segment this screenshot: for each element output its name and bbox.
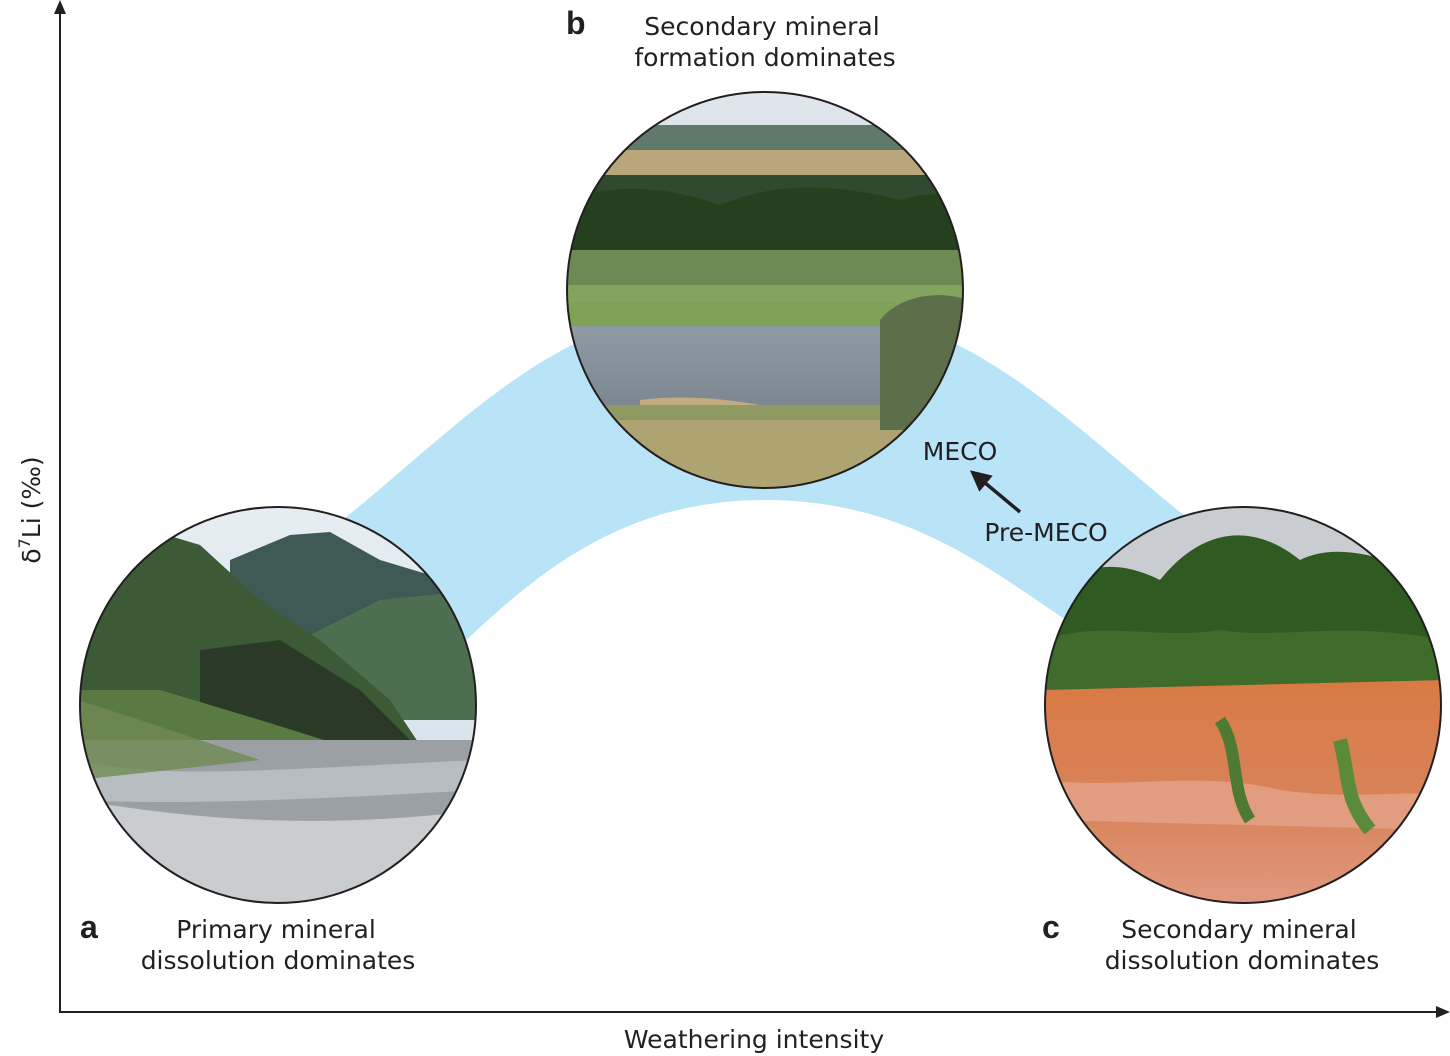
panel-a-caption-line2: dissolution dominates — [141, 946, 416, 975]
y-axis-label: δ7Li (‰) — [15, 456, 46, 563]
photo-b-floodplain — [567, 92, 963, 488]
panel-b-caption-line1: Secondary mineral — [644, 12, 879, 41]
y-axis-label-rest: Li (‰) — [17, 456, 46, 538]
meco-arrow-icon — [969, 470, 1022, 514]
weathering-trend-band — [330, 300, 1215, 770]
panel-a-caption-line1: Primary mineral — [176, 915, 376, 944]
photo-a-border — [79, 506, 477, 904]
photo-b-border — [566, 91, 964, 489]
panel-c-caption-line1: Secondary mineral — [1121, 915, 1356, 944]
panel-a-letter: a — [80, 909, 98, 945]
x-axis-arrow-icon — [1436, 1006, 1450, 1018]
meco-label: MECO — [923, 437, 998, 466]
photo-a-mountain-river — [80, 507, 476, 903]
y-axis-label-delta: δ — [17, 548, 46, 563]
panel-b-letter: b — [566, 5, 586, 41]
panel-b-caption-line2: formation dominates — [634, 43, 895, 72]
photo-c-border — [1044, 506, 1442, 904]
panel-c-letter: c — [1042, 909, 1060, 945]
pre-meco-label: Pre-MECO — [984, 518, 1107, 547]
x-axis-label: Weathering intensity — [624, 1025, 884, 1054]
y-axis-label-superscript: 7 — [15, 538, 34, 548]
y-axis-arrow-icon — [54, 0, 66, 14]
photo-c-laterite-cliff — [1045, 507, 1441, 903]
panel-c-caption-line2: dissolution dominates — [1105, 946, 1380, 975]
axes — [54, 0, 1450, 1018]
